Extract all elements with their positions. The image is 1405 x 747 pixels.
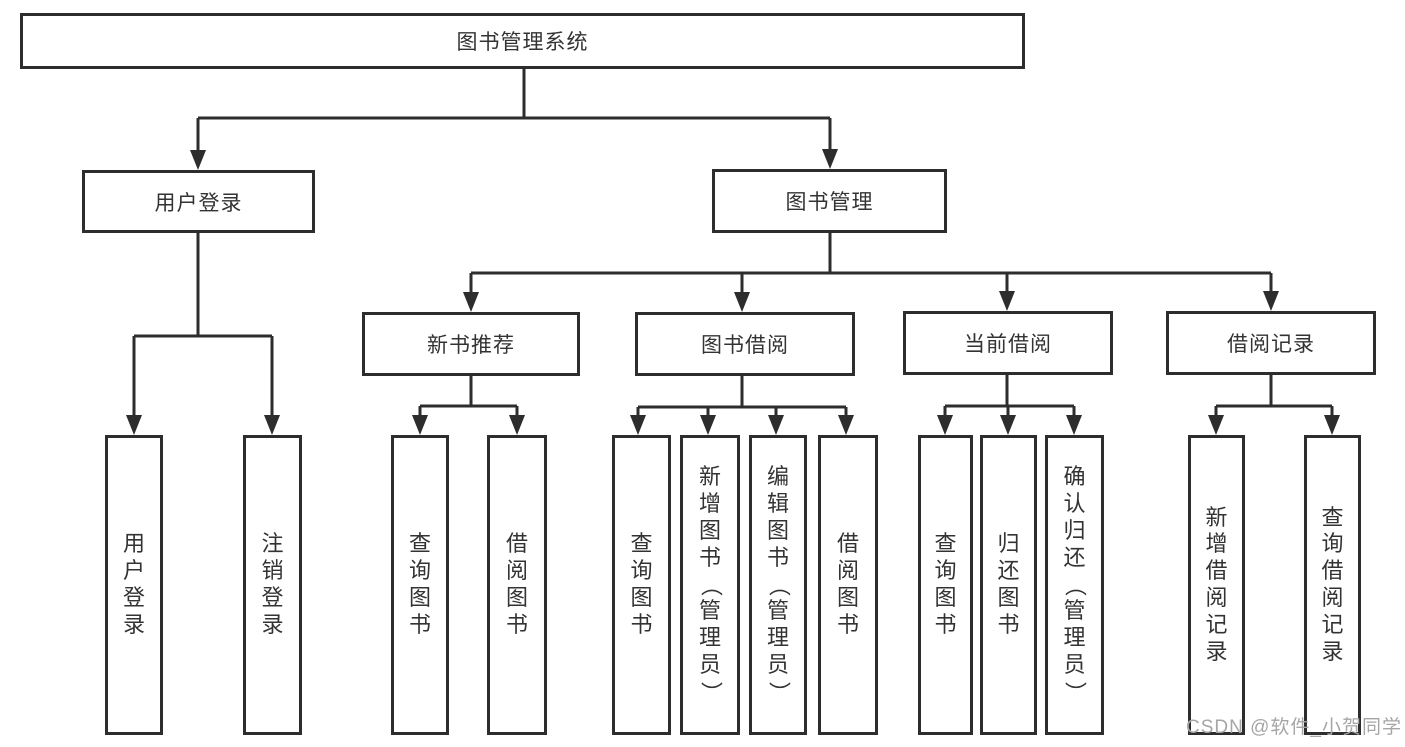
node-user-login-branch: 用户登录 (82, 170, 315, 233)
node-library-system: 图书管理系统 (20, 13, 1025, 69)
leaf-add-borrow-record: 新增借阅记录 (1188, 435, 1245, 735)
node-borrowing-records: 借阅记录 (1166, 311, 1376, 375)
leaf-confirm-return-admin: 确认归还（管理员） (1045, 435, 1104, 735)
leaf-return-books: 归还图书 (980, 435, 1037, 735)
leaf-user-login: 用户登录 (105, 435, 163, 735)
node-current-borrowing: 当前借阅 (903, 311, 1113, 375)
node-book-borrowing: 图书借阅 (635, 312, 855, 376)
leaf-edit-books-admin: 编辑图书（管理员） (749, 435, 807, 735)
leaf-query-borrow-record: 查询借阅记录 (1304, 435, 1361, 735)
node-book-management: 图书管理 (712, 169, 947, 233)
leaf-query-books-borrowing: 查询图书 (612, 435, 671, 735)
node-new-book-recommend: 新书推荐 (362, 312, 580, 376)
leaf-borrow-books: 借阅图书 (818, 435, 878, 735)
leaf-logout: 注销登录 (243, 435, 302, 735)
leaf-query-books-recommend: 查询图书 (391, 435, 449, 735)
leaf-borrow-books-recommend: 借阅图书 (487, 435, 547, 735)
arrowheads (126, 149, 1340, 435)
leaf-add-books-admin: 新增图书（管理员） (680, 435, 740, 735)
leaf-query-books-current: 查询图书 (918, 435, 973, 735)
watermark: CSDN @软件_小贺同学 (1186, 717, 1402, 738)
